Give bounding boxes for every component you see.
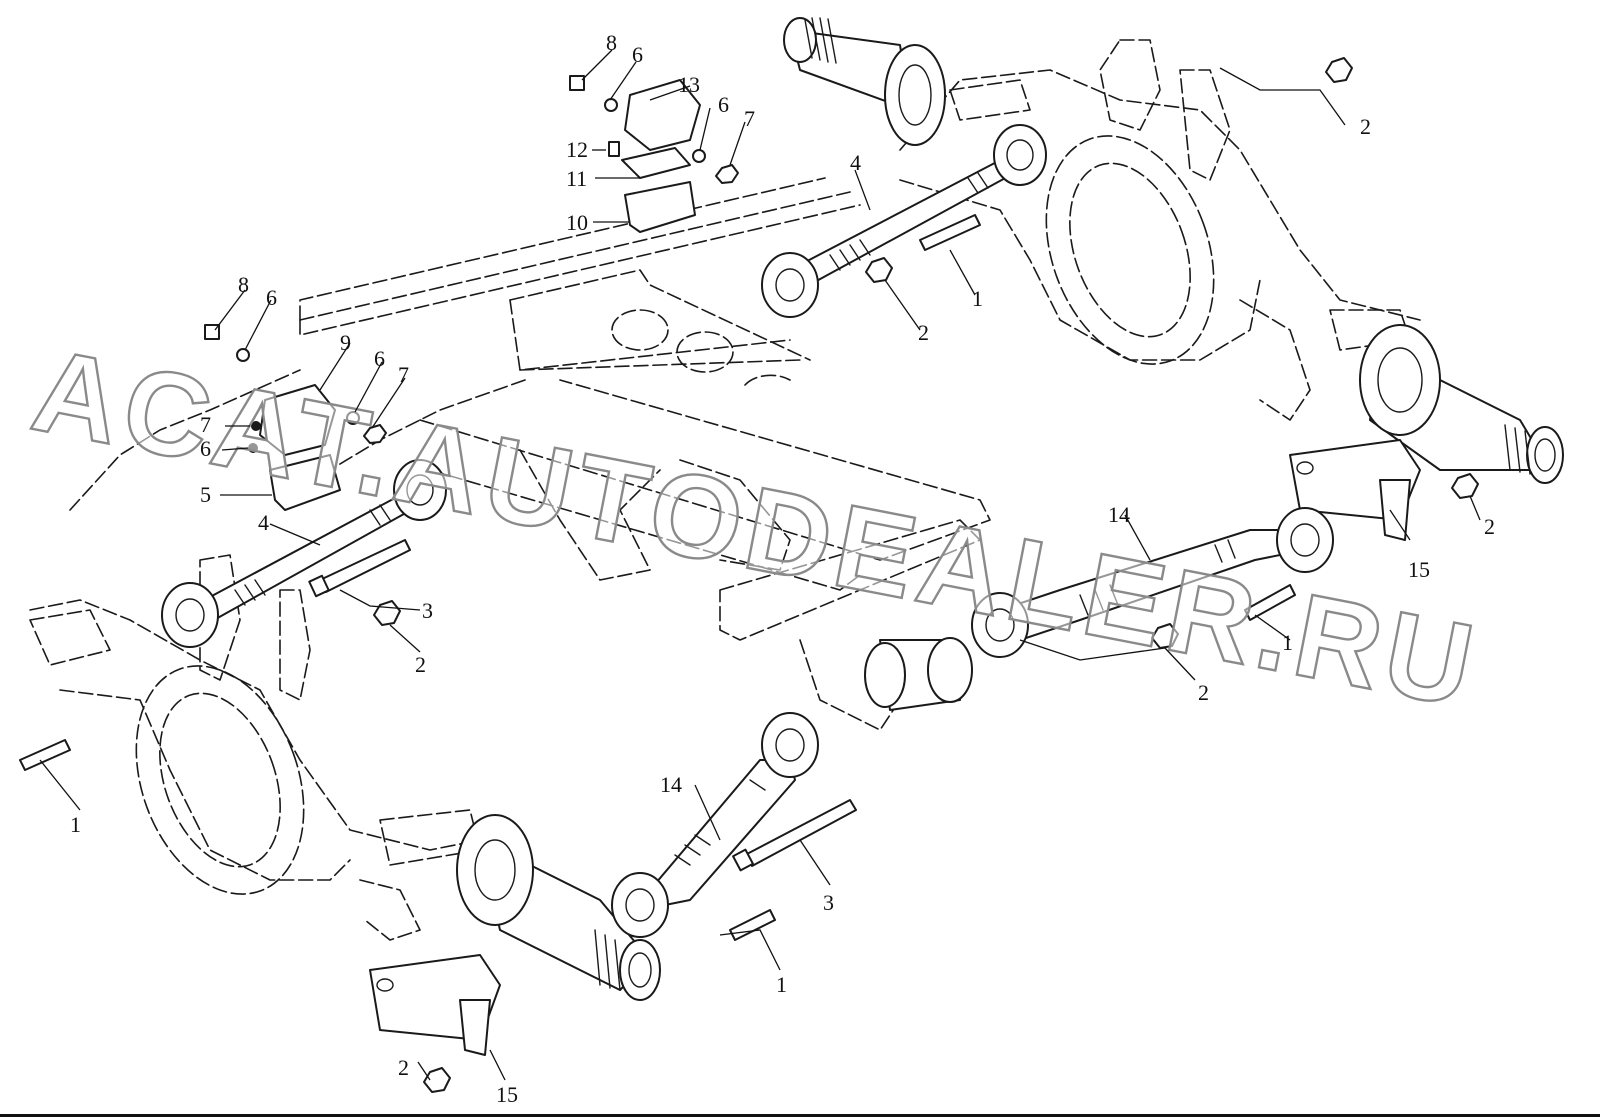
v-rod-right	[971, 507, 1334, 658]
callout-label: 15	[496, 1082, 518, 1107]
callout-label: 15	[1408, 557, 1430, 582]
callout-label: 1	[70, 812, 81, 837]
watermark-text: ACAT.AUTODEALER.RU	[23, 324, 1488, 734]
callout-label: 7	[200, 412, 211, 437]
callout-label: 2	[1484, 514, 1495, 539]
callout-label: 4	[258, 510, 269, 535]
long-bolt-upper	[308, 539, 411, 598]
callout-label: 1	[1282, 630, 1293, 655]
torque-rod-upper	[761, 124, 1047, 318]
callout-label: 1	[776, 972, 787, 997]
callout-label: 10	[566, 210, 588, 235]
callout-label: 14	[660, 772, 682, 797]
callout-label: 13	[678, 72, 700, 97]
callout-label: 9	[340, 330, 351, 355]
spring-seat-left	[369, 954, 501, 1056]
callout-label: 3	[422, 598, 433, 623]
callout-labels: 8 6 13 6 7 12 11 10 4 2 1 2 8 6 9 6 7 7 …	[70, 30, 1495, 1107]
callout-label: 14	[1108, 502, 1130, 527]
callout-label: 6	[200, 436, 211, 461]
bump-stop-upper	[569, 75, 739, 233]
chassis-frame-dashed	[29, 39, 1421, 941]
leader-lines	[39, 49, 1481, 1081]
callout-label: 3	[823, 890, 834, 915]
callout-label: 8	[606, 30, 617, 55]
callout-label: 2	[415, 652, 426, 677]
v-rod-left	[611, 712, 819, 938]
callout-label: 2	[1198, 680, 1209, 705]
callout-label: 6	[718, 92, 729, 117]
spring-seat-right	[1289, 439, 1421, 541]
callout-label: 2	[1360, 114, 1371, 139]
callout-label: 12	[566, 137, 588, 162]
rear-axle-hub-right	[1359, 324, 1564, 484]
callout-label: 6	[374, 346, 385, 371]
callout-label: 8	[238, 272, 249, 297]
front-axle-hub-right	[456, 814, 661, 1001]
callout-label: 2	[398, 1055, 409, 1080]
callout-label: 7	[744, 106, 755, 131]
drive-shaft-cylinder	[864, 637, 973, 711]
callout-label: 6	[632, 42, 643, 67]
callout-label: 1	[972, 286, 983, 311]
short-bolts	[19, 214, 1296, 941]
callout-label: 2	[918, 320, 929, 345]
callout-label: 7	[398, 362, 409, 387]
callout-label: 6	[266, 285, 277, 310]
bottom-border	[0, 1114, 1600, 1117]
callout-label: 4	[850, 150, 861, 175]
torque-rod-lower	[161, 459, 447, 648]
callout-label: 5	[200, 482, 211, 507]
callout-label: 11	[566, 166, 587, 191]
rear-axle-hub-left	[783, 17, 946, 146]
long-bolt-lower	[732, 799, 857, 872]
